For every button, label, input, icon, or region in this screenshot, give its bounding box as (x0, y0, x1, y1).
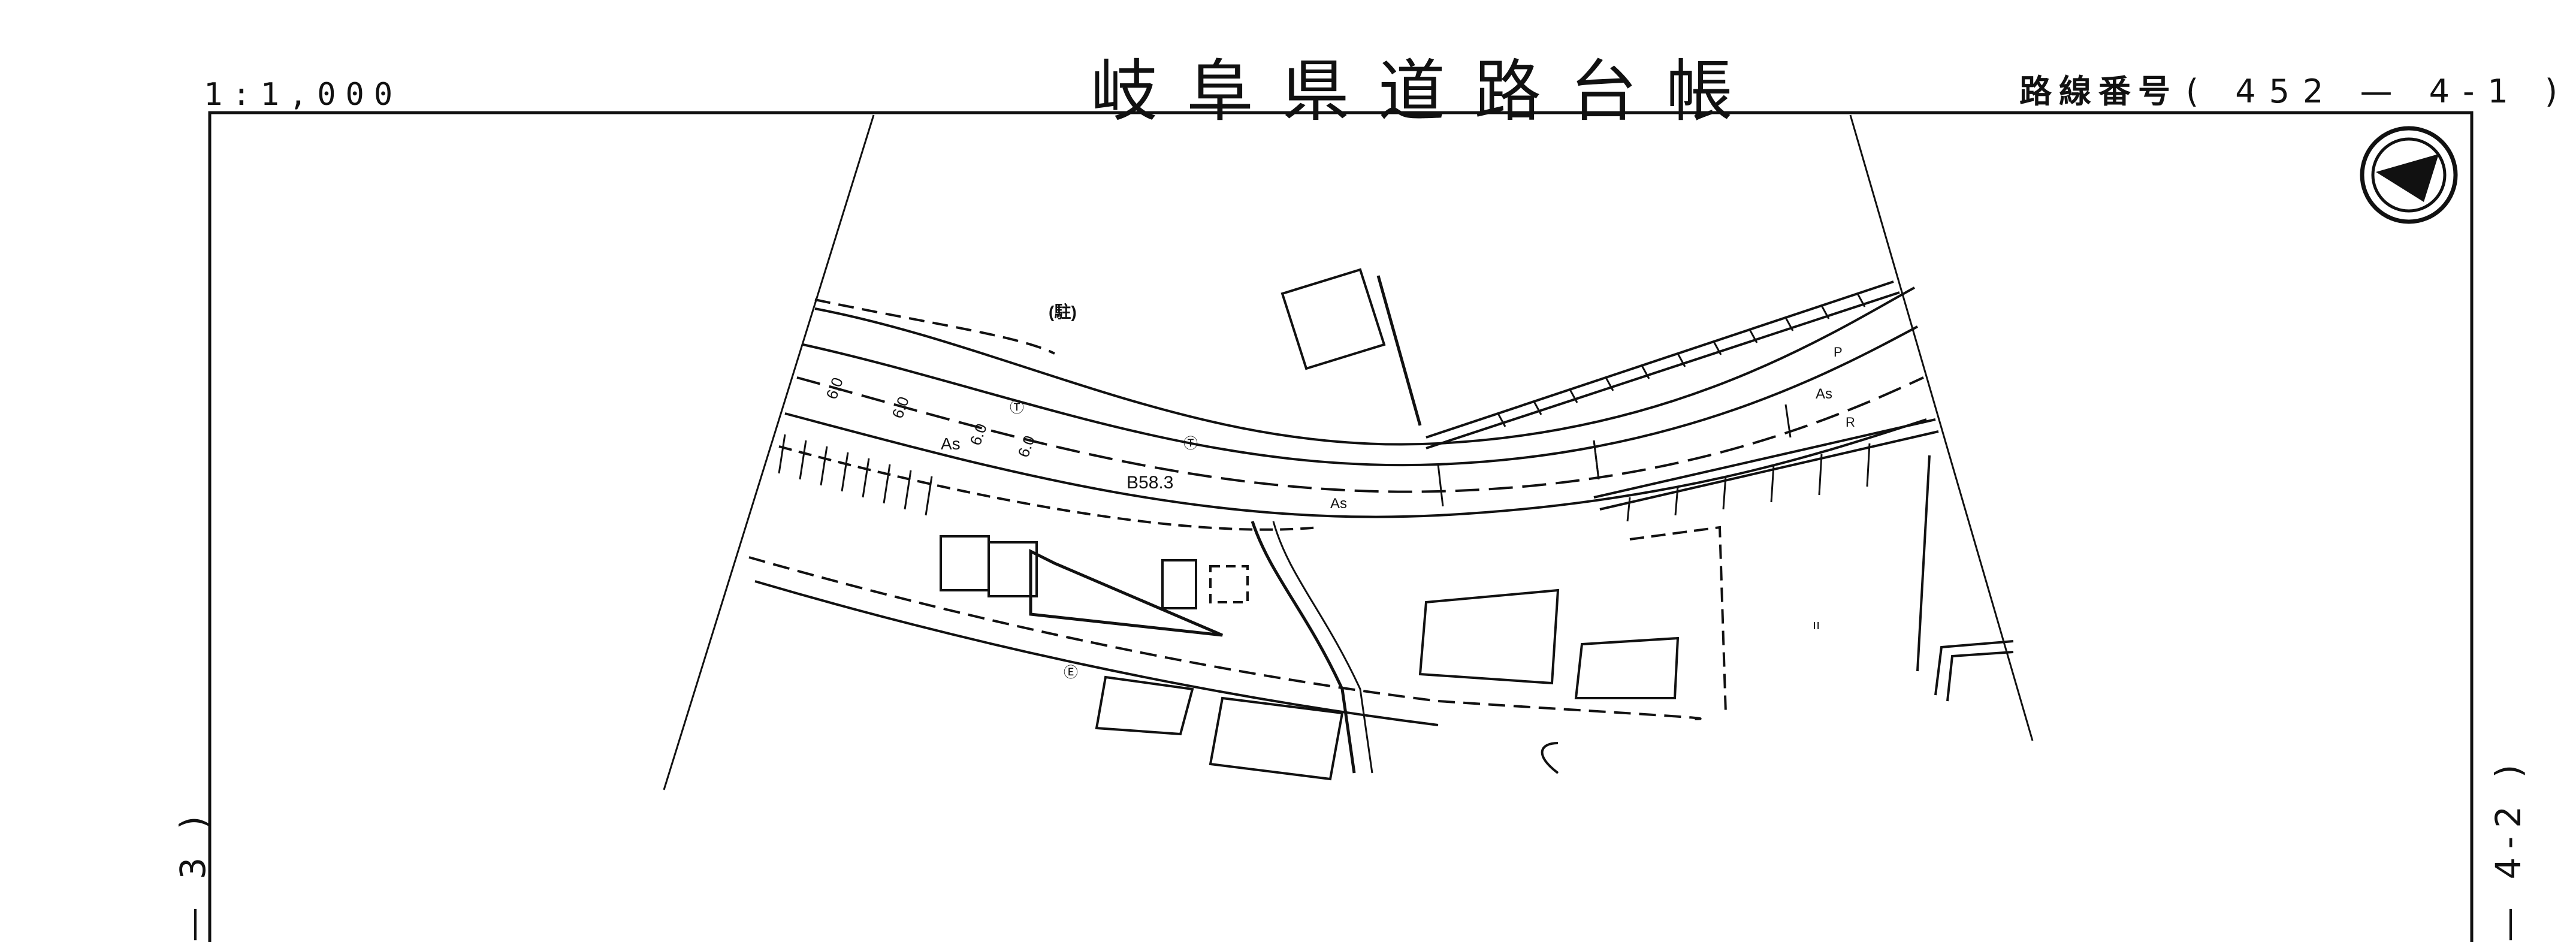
sheet-frame (208, 111, 2474, 942)
label-road-sign-p: P (1834, 345, 1843, 360)
slope-upper-hatch (1497, 293, 1866, 427)
boundary-right (1849, 114, 2034, 741)
drain-vertical (1251, 521, 1356, 774)
side-road-1 (748, 556, 1702, 720)
building-f (1574, 636, 1680, 699)
building-a (1161, 559, 1197, 609)
road-edge-1 (814, 286, 1915, 446)
label-width-1: 6.0 (822, 375, 847, 401)
road-center-line (796, 376, 1924, 493)
label-road-sign-r: R (1846, 415, 1855, 430)
label-surface-center: As (1330, 496, 1347, 512)
building-e (1418, 588, 1560, 685)
building-d (987, 541, 1038, 597)
building-g (1095, 675, 1194, 736)
label-marker-e: Ⓔ (1064, 665, 1078, 681)
label-elevation: B58.3 (1127, 473, 1173, 493)
map-scale: 1:1,000 (204, 77, 403, 113)
label-marker-t1: Ⓣ (1010, 400, 1024, 416)
building-right-corner-2 (1946, 651, 2014, 702)
drain-vertical-2 (1272, 521, 1373, 774)
building-top (1281, 268, 1386, 370)
boundary-left (663, 114, 875, 790)
slope-lower-right (1593, 418, 1939, 511)
building-b (1209, 565, 1249, 603)
route-number-label: 路線番号 (2019, 73, 2178, 110)
label-width-2: 6.0 (888, 394, 913, 421)
fence-line (1376, 275, 1422, 426)
label-surface-left: As (941, 434, 961, 453)
curb-small (1541, 742, 1559, 774)
route-number-value: ( 452 — 4-1 ) (2186, 73, 2571, 110)
side-road-2 (754, 580, 1439, 726)
slope-lower-hatch (1626, 443, 1871, 522)
lot-line-right-2 (1916, 455, 1931, 672)
label-width-4: 6.0 (1014, 433, 1038, 460)
road-edge-3 (784, 412, 1927, 518)
building-right-corner (1934, 640, 2014, 696)
drain-channel (1029, 548, 1223, 637)
label-field-mark: ıı (1813, 617, 1820, 632)
lot-line-right (1629, 526, 1727, 714)
route-number: 路線番号( 452 — 4-1 ) (2019, 65, 2571, 112)
road-upper-dashed (814, 298, 1055, 355)
building-h (1209, 696, 1344, 781)
road-edge-4 (778, 445, 1319, 531)
building-c (940, 535, 990, 591)
label-marker-t2: Ⓣ (1183, 436, 1198, 452)
page-title: 岐阜県道路台帳 (1091, 53, 1762, 131)
north-arrow-icon (2360, 126, 2458, 224)
road-edge-2 (802, 325, 1918, 467)
slope-left-hatch (778, 434, 933, 516)
slope-upper-right (1426, 280, 1900, 449)
label-parking: (駐) (1049, 303, 1077, 321)
label-surface-upper: As (1816, 386, 1832, 402)
road-width-arrows (1437, 404, 1792, 507)
